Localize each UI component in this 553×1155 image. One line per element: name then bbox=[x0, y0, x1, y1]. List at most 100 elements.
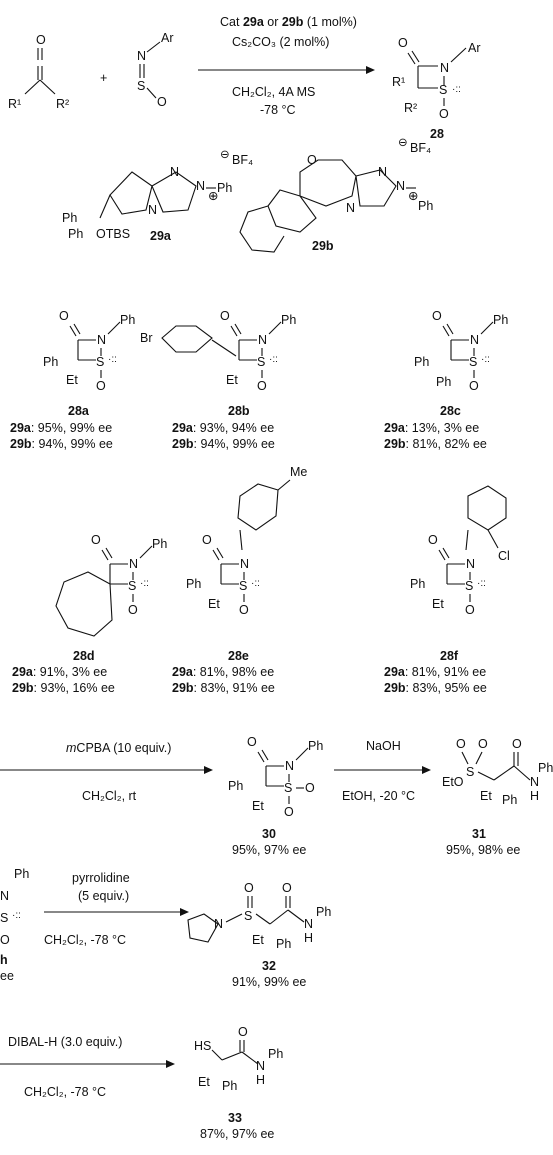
svg-text:O: O bbox=[128, 603, 138, 617]
svg-text:·::: ·:: bbox=[140, 578, 149, 589]
svg-text:S: S bbox=[466, 765, 474, 779]
svg-text:OTBS: OTBS bbox=[96, 227, 130, 241]
product-28-structure: O N Ar R¹ R² S ·:: O 28 bbox=[392, 36, 481, 141]
svg-text:29a: 81%, 98% ee: 29a: 81%, 98% ee bbox=[172, 665, 274, 679]
svg-text:Ph: Ph bbox=[222, 1079, 237, 1093]
product-31-label: 31 bbox=[472, 827, 486, 841]
svg-text:⊖: ⊖ bbox=[220, 149, 230, 161]
svg-text:29b: 94%, 99% ee: 29b: 94%, 99% ee bbox=[10, 437, 113, 451]
product-33-label: 33 bbox=[228, 1111, 242, 1125]
svg-text:Ph: Ph bbox=[68, 227, 83, 241]
svg-text:EtOH, -20 °C: EtOH, -20 °C bbox=[342, 789, 415, 803]
svg-text:Cl: Cl bbox=[498, 549, 510, 563]
svg-text:ee: ee bbox=[0, 969, 14, 983]
svg-text:BF₄: BF₄ bbox=[410, 141, 431, 155]
svg-text:O: O bbox=[96, 379, 106, 393]
svg-text:N: N bbox=[0, 889, 9, 903]
catalyst-29a-structure: N N N ⊕ Ph ⊖ BF₄ Ph Ph OTBS 29a bbox=[62, 149, 253, 243]
svg-text:N: N bbox=[170, 165, 179, 179]
svg-text:Ph: Ph bbox=[418, 199, 433, 213]
product-28d: O N Ph S ·:: O 28d 29a: 91%, 3% ee 29b: … bbox=[12, 533, 167, 695]
product-33: HS O Et Ph N H Ph 33 87%, 97% ee bbox=[194, 1025, 283, 1141]
svg-text:S: S bbox=[284, 781, 292, 795]
catalyst-29b-label: 29b bbox=[312, 239, 334, 253]
svg-text:N: N bbox=[214, 917, 223, 931]
svg-text:O: O bbox=[238, 1025, 248, 1039]
svg-text:S: S bbox=[469, 355, 477, 369]
svg-text:·::: ·:: bbox=[477, 578, 486, 589]
svg-text:O: O bbox=[202, 533, 212, 547]
product-32-yield: 91%, 99% ee bbox=[232, 975, 306, 989]
svg-text:S: S bbox=[439, 83, 447, 97]
product-28e-label: 28e bbox=[228, 649, 249, 663]
svg-text:N: N bbox=[470, 333, 479, 347]
svg-text:O: O bbox=[307, 153, 317, 167]
svg-text:DIBAL-H (3.0 equiv.): DIBAL-H (3.0 equiv.) bbox=[8, 1035, 122, 1049]
product-28c-label: 28c bbox=[440, 404, 461, 418]
svg-text:O: O bbox=[284, 805, 294, 819]
svg-text:O: O bbox=[91, 533, 101, 547]
dibal-step: DIBAL-H (3.0 equiv.) CH₂Cl₂, -78 °C bbox=[0, 1035, 175, 1099]
svg-text:Ph: Ph bbox=[152, 537, 167, 551]
svg-text:BF₄: BF₄ bbox=[232, 153, 253, 167]
svg-text:O: O bbox=[439, 107, 449, 121]
svg-text:Et: Et bbox=[226, 373, 238, 387]
svg-text:Ar: Ar bbox=[468, 41, 481, 55]
svg-text:·::: ·:: bbox=[251, 578, 260, 589]
sulfinyl-ar: Ar bbox=[161, 31, 174, 45]
product-30-yield: 95%, 97% ee bbox=[232, 843, 306, 857]
product-28-label: 28 bbox=[430, 127, 444, 141]
svg-text:S: S bbox=[239, 579, 247, 593]
svg-text:Ph: Ph bbox=[43, 355, 58, 369]
svg-text:·::: ·:: bbox=[481, 354, 490, 365]
svg-text:29a: 93%, 94% ee: 29a: 93%, 94% ee bbox=[172, 421, 274, 435]
svg-text:29b: 94%, 99% ee: 29b: 94%, 99% ee bbox=[172, 437, 275, 451]
svg-text:pyrrolidine: pyrrolidine bbox=[72, 871, 130, 885]
svg-text:S: S bbox=[128, 579, 136, 593]
svg-text:CH₂Cl₂, -78 °C: CH₂Cl₂, -78 °C bbox=[24, 1085, 106, 1099]
svg-text:O: O bbox=[432, 309, 442, 323]
svg-text:Ph: Ph bbox=[120, 313, 135, 327]
svg-text:29b: 93%, 16% ee: 29b: 93%, 16% ee bbox=[12, 681, 115, 695]
svg-text:·::: ·:: bbox=[12, 910, 21, 921]
ketene-r1: R¹ bbox=[8, 97, 21, 111]
oxidation-step: mCPBA (10 equiv.) CH₂Cl₂, rt bbox=[0, 741, 213, 803]
svg-text:Br: Br bbox=[140, 331, 153, 345]
svg-text:N: N bbox=[129, 557, 138, 571]
svg-text:(5 equiv.): (5 equiv.) bbox=[78, 889, 129, 903]
svg-text:Ph: Ph bbox=[410, 577, 425, 591]
svg-text:Et: Et bbox=[198, 1075, 210, 1089]
svg-text:O: O bbox=[465, 603, 475, 617]
svg-text:N: N bbox=[304, 917, 313, 931]
product-33-yield: 87%, 97% ee bbox=[200, 1127, 274, 1141]
product-32-label: 32 bbox=[262, 959, 276, 973]
svg-text:Ph: Ph bbox=[316, 905, 331, 919]
svg-text:O: O bbox=[478, 737, 488, 751]
svg-text:29b: 83%, 95% ee: 29b: 83%, 95% ee bbox=[384, 681, 487, 695]
naoh-step: NaOH EtOH, -20 °C bbox=[334, 739, 431, 803]
svg-text:O: O bbox=[398, 36, 408, 50]
svg-text:29a: 13%, 3% ee: 29a: 13%, 3% ee bbox=[384, 421, 479, 435]
svg-text:⊕: ⊕ bbox=[408, 189, 418, 203]
svg-text:Ph: Ph bbox=[502, 793, 517, 807]
svg-text:29a: 95%, 99% ee: 29a: 95%, 99% ee bbox=[10, 421, 112, 435]
svg-text:N: N bbox=[240, 557, 249, 571]
svg-text:Ph: Ph bbox=[228, 779, 243, 793]
svg-text:Et: Et bbox=[252, 933, 264, 947]
product-32: O O N S Et Ph N H Ph 32 91%, 99% ee bbox=[187, 881, 331, 989]
svg-text:Et: Et bbox=[432, 597, 444, 611]
svg-text:Ph: Ph bbox=[276, 937, 291, 951]
svg-text:O: O bbox=[428, 533, 438, 547]
partial-starting-material: Ph N S ·:: O h ee bbox=[0, 867, 29, 983]
sulfinylamine-reactant: N Ar S O bbox=[137, 31, 174, 109]
svg-text:Ph: Ph bbox=[62, 211, 77, 225]
sulfinyl-s: S bbox=[137, 79, 145, 93]
svg-text:O: O bbox=[244, 881, 254, 895]
pyrrolidine-step: pyrrolidine (5 equiv.) CH₂Cl₂, -78 °C bbox=[44, 871, 189, 947]
svg-text:Ph: Ph bbox=[281, 313, 296, 327]
svg-text:Et: Et bbox=[208, 597, 220, 611]
svg-text:R¹: R¹ bbox=[392, 75, 405, 89]
product-30: O N Ph Ph Et S O O 30 95%, 97% ee bbox=[228, 735, 323, 857]
sulfinyl-n: N bbox=[137, 49, 146, 63]
svg-text:O: O bbox=[0, 933, 10, 947]
